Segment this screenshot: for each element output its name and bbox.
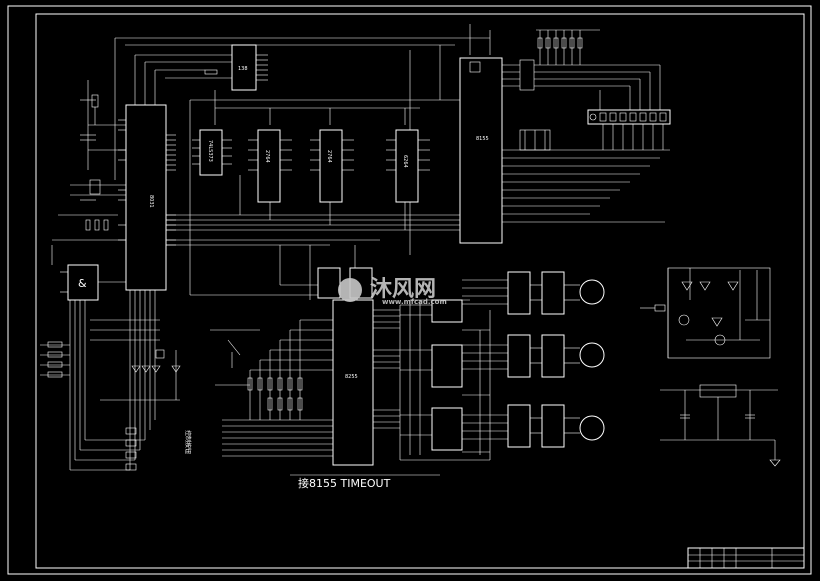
chip-6264-label: 6264: [402, 155, 408, 168]
drawing-border: [7, 5, 812, 575]
memory-pins: [166, 139, 460, 296]
motor-driver-schematic: [640, 267, 771, 359]
chip-8155-label: 8155: [476, 136, 489, 142]
timeout-note: 接8155 TIMEOUT: [298, 477, 391, 490]
decoder-label: 138: [238, 66, 248, 72]
motor-driver-channel-1: [400, 271, 605, 323]
keypad-switches: [47, 341, 181, 471]
chip-2764-b: 2764: [319, 129, 343, 203]
motor-driver-bus: [399, 299, 491, 461]
watermark: 沐风网 www.mfcad.com: [338, 277, 447, 306]
watermark-url: www.mfcad.com: [382, 298, 447, 306]
chip-74ls373-label: 74LS373: [207, 140, 213, 162]
chip-8155: 8155: [459, 57, 670, 244]
seven-segment-display: [519, 109, 671, 151]
and-gate: &: [60, 264, 126, 301]
address-bus: [114, 24, 491, 295]
and-gate-symbol: &: [78, 277, 87, 290]
chip-2764-a-label: 2764: [264, 150, 270, 163]
decoder-138-chip: 138: [204, 44, 268, 91]
reset-crystal-circuit: [51, 80, 126, 265]
chip-2764-a: 2764: [257, 129, 281, 203]
cpu-8031-chip: 8031: [118, 104, 176, 291]
watermark-logo-icon: [338, 278, 362, 302]
cpu-bus-lines: [40, 290, 160, 471]
chip-8255: 8255: [210, 245, 400, 466]
cpu-label: 8031: [148, 195, 154, 208]
segment-driver-resistors: [519, 29, 661, 110]
chip-8255-label: 8255: [345, 374, 358, 380]
title-block: [687, 547, 805, 569]
power-supply-schematic: [660, 384, 781, 467]
control-buttons-label: 控制按钮: [184, 430, 192, 454]
chip-6264: 6264: [395, 129, 419, 203]
watermark-brand: 沐风网: [370, 277, 436, 302]
motor-driver-channel-3: [400, 404, 605, 451]
chip-74ls373: 74LS373: [199, 129, 223, 176]
chip-2764-b-label: 2764: [326, 150, 332, 163]
motor-driver-channel-2: [400, 334, 605, 388]
drawing-inner-border: [35, 13, 805, 569]
